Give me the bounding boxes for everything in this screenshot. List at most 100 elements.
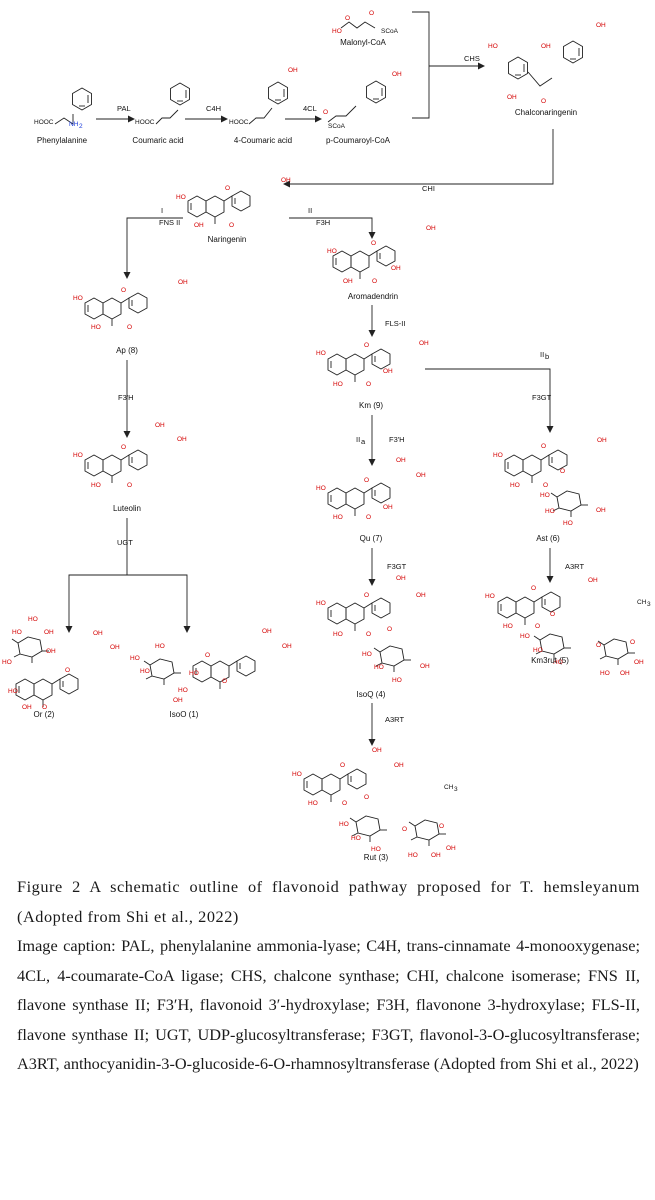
atom-label: HO bbox=[2, 659, 12, 666]
atom-label: O bbox=[345, 15, 350, 22]
atom-label: OH bbox=[288, 67, 298, 74]
compound-label-ap: Ap (8) bbox=[116, 346, 138, 355]
figure-caption: Figure 2 A schematic outline of flavonoi… bbox=[0, 872, 655, 1079]
atom-label: O bbox=[65, 667, 70, 674]
enzyme-label-route-iia: II bbox=[356, 435, 360, 444]
atom-label: HO bbox=[316, 350, 326, 357]
atom-label: HO bbox=[130, 655, 140, 662]
atom-label: OH bbox=[383, 504, 393, 511]
atom-label: HO bbox=[176, 194, 186, 201]
atom-label: HO bbox=[333, 631, 343, 638]
atom-label: HO bbox=[73, 452, 83, 459]
atom-label: O bbox=[366, 381, 371, 388]
atom-label: O bbox=[42, 704, 47, 711]
atom-label: HO bbox=[488, 43, 498, 50]
atom-label: OH bbox=[419, 340, 429, 347]
compound-label-chalconaringenin: Chalconaringenin bbox=[515, 108, 577, 117]
enzyme-label-a3rt-2: A3RT bbox=[385, 715, 404, 724]
enzyme-label-f3h: F3H bbox=[316, 218, 330, 227]
atom-label: HO bbox=[333, 514, 343, 521]
atom-label: OH bbox=[281, 177, 291, 184]
atom-label: CH bbox=[444, 784, 454, 791]
atom-label: HO bbox=[485, 593, 495, 600]
enzyme-label-route-i: I bbox=[161, 206, 163, 215]
atom-label: 3 bbox=[647, 601, 651, 608]
atom-label: O bbox=[402, 826, 407, 833]
enzyme-label-f3gt-1: F3GT bbox=[532, 393, 552, 402]
atom-label: HO bbox=[327, 248, 337, 255]
enzyme-label-4cl: 4CL bbox=[303, 104, 317, 113]
atom-label: O bbox=[531, 585, 536, 592]
atom-label: O bbox=[127, 482, 132, 489]
atom-label: HO bbox=[189, 670, 199, 677]
atom-label: OH bbox=[173, 697, 183, 704]
atom-label: HO bbox=[533, 647, 543, 654]
atom-label: O bbox=[340, 762, 345, 769]
atom-label: HO bbox=[140, 668, 150, 675]
atom-label: O bbox=[541, 98, 546, 105]
atom-label: OH bbox=[596, 507, 606, 514]
atom-label: O bbox=[371, 240, 376, 247]
atom-label: HO bbox=[545, 508, 555, 515]
atom-label: HO bbox=[28, 616, 38, 623]
compound-label-km: Km (9) bbox=[359, 401, 383, 410]
atom-label: O bbox=[364, 592, 369, 599]
atom-label: OH bbox=[44, 629, 54, 636]
atom-label: HO bbox=[553, 659, 563, 666]
atom-label: O bbox=[439, 823, 444, 830]
atom-label: HO bbox=[316, 600, 326, 607]
enzyme-label-c4h: C4H bbox=[206, 104, 221, 113]
atom-label: OH bbox=[372, 747, 382, 754]
compound-label-p-coumaroyl-coa: p-Coumaroyl-CoA bbox=[326, 136, 391, 145]
atom-label: O bbox=[323, 109, 328, 116]
enzyme-label-f3prime-h-2: F3'H bbox=[389, 435, 405, 444]
compound-label-aromadendrin: Aromadendrin bbox=[348, 292, 398, 301]
atom-label: HO bbox=[374, 664, 384, 671]
atom-label: O bbox=[541, 443, 546, 450]
atom-label: OH bbox=[416, 592, 426, 599]
compound-label-isoq: IsoQ (4) bbox=[357, 690, 386, 699]
atom-label: HO bbox=[8, 688, 18, 695]
caption-title: Figure 2 A schematic outline of flavonoi… bbox=[17, 877, 640, 926]
enzyme-label-chs: CHS bbox=[464, 54, 480, 63]
atom-label: HO bbox=[308, 800, 318, 807]
atom-label: O bbox=[364, 794, 369, 801]
enzyme-label-f3prime-h-1: F3'H bbox=[118, 393, 134, 402]
atom-label: HO bbox=[392, 677, 402, 684]
atom-label: O bbox=[550, 611, 555, 618]
atom-label: OH bbox=[426, 225, 436, 232]
atom-label: HO bbox=[292, 771, 302, 778]
compound-label-coumaric-acid: Coumaric acid bbox=[132, 136, 183, 145]
atom-label: OH bbox=[596, 22, 606, 29]
atom-label: HO bbox=[408, 852, 418, 859]
compound-label-phenylalanine: Phenylalanine bbox=[37, 136, 88, 145]
enzyme-label-a3rt-1: A3RT bbox=[565, 562, 584, 571]
atom-label: OH bbox=[46, 648, 56, 655]
enzyme-label-route-ii: II bbox=[308, 206, 312, 215]
compound-label-km3rut: Km3rut (5) bbox=[531, 656, 569, 665]
atom-label: CH bbox=[637, 599, 647, 606]
atom-label: O bbox=[342, 800, 347, 807]
atom-label: HO bbox=[510, 482, 520, 489]
atom-label: O bbox=[364, 477, 369, 484]
enzyme-label-route-iib: II bbox=[540, 350, 544, 359]
atom-label: OH bbox=[392, 71, 402, 78]
enzyme-label-f3gt-2: F3GT bbox=[387, 562, 407, 571]
atom-label: O bbox=[364, 342, 369, 349]
atom-label: OH bbox=[282, 643, 292, 650]
atom-label: OH bbox=[177, 436, 187, 443]
atom-label: OH bbox=[541, 43, 551, 50]
atom-label: OH bbox=[22, 704, 32, 711]
compound-label-malonyl-coa: Malonyl-CoA bbox=[340, 38, 386, 47]
molecule-structures bbox=[11, 21, 636, 847]
atom-label: HO bbox=[155, 643, 165, 650]
reaction-arrows bbox=[65, 11, 554, 746]
atom-label: O bbox=[366, 631, 371, 638]
atom-label: O bbox=[596, 642, 601, 649]
atom-label: OH bbox=[93, 630, 103, 637]
compound-label-qu: Qu (7) bbox=[360, 534, 383, 543]
atom-label: OH bbox=[391, 265, 401, 272]
